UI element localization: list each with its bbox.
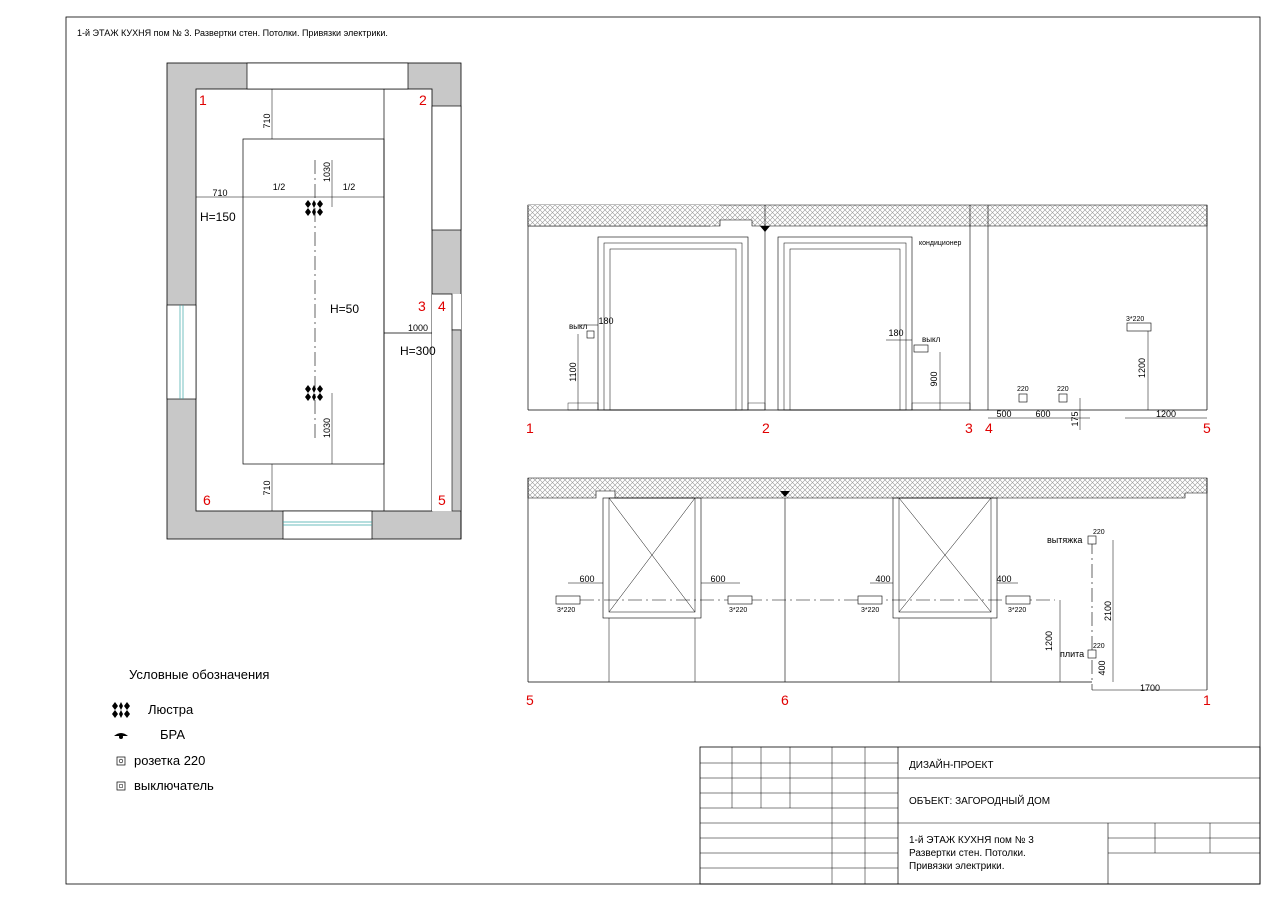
plan-corner-2: 2	[419, 92, 427, 108]
upper-socket-b-label: 220	[1057, 386, 1069, 393]
opening-right	[431, 105, 462, 231]
upper-point-1: 1	[526, 420, 534, 436]
switch-icon	[116, 781, 126, 791]
title-object: ОБЪЕКТ: ЗАГОРОДНЫЙ ДОМ	[909, 794, 1050, 807]
lower-dim-600-b: 600	[710, 574, 725, 584]
plan-corner-1: 1	[199, 92, 207, 108]
plan-corner-4: 4	[438, 298, 446, 314]
socket-icon	[1005, 595, 1031, 605]
socket-icon	[1018, 393, 1028, 403]
lower-stove-label: плита	[1060, 649, 1084, 659]
chandelier-icon	[112, 702, 130, 718]
lower-stove-220: 220	[1093, 643, 1105, 650]
sheet-frame	[65, 16, 1261, 885]
title-desc-line3: Привязки электрики.	[909, 861, 1005, 872]
upper-dim-1100: 1100	[568, 362, 578, 381]
elevation-upper: выкл выкл кондиционер 220 220 3*220 180 …	[526, 204, 1211, 436]
lower-dim-1700: 1700	[1140, 683, 1160, 693]
plan-dim-left-710: 710	[212, 188, 227, 198]
legend-switch-label: выключатель	[134, 778, 214, 793]
lower-socket-2-label: 3*220	[729, 607, 747, 614]
upper-switch-right-label: выкл	[922, 335, 941, 344]
lower-point-5: 5	[526, 692, 534, 708]
room-interior	[195, 88, 433, 512]
plan-dim-bottom-710: 710	[262, 480, 272, 495]
lower-point-1: 1	[1203, 692, 1211, 708]
upper-point-2: 2	[762, 420, 770, 436]
sheet-title: 1-й ЭТАЖ КУХНЯ пом № 3. Развертки стен. …	[77, 28, 388, 38]
lower-socket-4-label: 3*220	[1008, 607, 1026, 614]
lower-point-6: 6	[781, 692, 789, 708]
plan-corner-5: 5	[438, 492, 446, 508]
lower-dim-400-v: 400	[1097, 660, 1107, 675]
upper-point-4: 4	[985, 420, 993, 436]
chandelier-icon	[305, 200, 323, 216]
plan-height-150: H=150	[200, 210, 236, 224]
plan-dim-lower-1030: 1030	[322, 418, 332, 438]
sconce-icon	[114, 733, 128, 739]
socket-icon	[1058, 393, 1068, 403]
socket-icon	[1087, 649, 1097, 659]
legend-title: Условные обозначения	[129, 667, 269, 682]
ceiling-plan: 1 2 3 4 5 6 710 710 1/2 1/2 1030 1030 71…	[166, 62, 462, 540]
upper-socket-3x220-label: 3*220	[1126, 316, 1144, 323]
lower-socket-3-label: 3*220	[861, 607, 879, 614]
lower-hood-220: 220	[1093, 529, 1105, 536]
lower-dim-1200: 1200	[1044, 631, 1054, 651]
legend-chandelier-label: Люстра	[148, 702, 194, 717]
upper-dim-1200-h: 1200	[1156, 409, 1176, 419]
upper-point-5: 5	[1203, 420, 1211, 436]
lower-hood-label: вытяжка	[1047, 535, 1082, 545]
title-desc-line1: 1-й ЭТАЖ КУХНЯ пом № 3	[909, 835, 1034, 846]
plan-dim-upper-1030: 1030	[322, 162, 332, 182]
switch-icon	[913, 344, 929, 353]
upper-socket-a-label: 220	[1017, 386, 1029, 393]
socket-icon	[116, 756, 126, 766]
socket-icon	[555, 595, 581, 605]
window-left	[166, 304, 197, 400]
legend: Условные обозначения Люстра БРА розетка …	[112, 667, 269, 793]
window-top	[246, 62, 409, 90]
legend-sconce-label: БРА	[160, 727, 185, 742]
plan-dim-half-left: 1/2	[273, 182, 286, 192]
upper-switch-left-label: выкл	[569, 322, 588, 331]
socket-icon	[727, 595, 753, 605]
title-desc-line2: Развертки стен. Потолки.	[909, 848, 1026, 859]
plan-height-300: H=300	[400, 344, 436, 358]
title-project: ДИЗАЙН-ПРОЕКТ	[909, 758, 993, 771]
plan-dim-top-710: 710	[262, 113, 272, 128]
upper-dim-500: 500	[996, 409, 1011, 419]
upper-dim-1200-v: 1200	[1137, 358, 1147, 378]
upper-dim-180-right: 180	[888, 328, 903, 338]
socket-icon	[857, 595, 883, 605]
chandelier-icon	[305, 385, 323, 401]
upper-point-3: 3	[965, 420, 973, 436]
lower-socket-1-label: 3*220	[557, 607, 575, 614]
legend-socket-label: розетка 220	[134, 753, 205, 768]
upper-dim-600: 600	[1035, 409, 1050, 419]
plan-dim-right-1000: 1000	[408, 323, 428, 333]
lower-dim-400-a: 400	[875, 574, 890, 584]
lower-dim-600-a: 600	[579, 574, 594, 584]
lower-dim-2100: 2100	[1103, 601, 1113, 621]
plan-height-50: H=50	[330, 302, 359, 316]
plan-corner-3: 3	[418, 298, 426, 314]
upper-aircon-label: кондиционер	[919, 240, 961, 247]
socket-icon	[1087, 535, 1097, 545]
upper-dim-900: 900	[929, 371, 939, 386]
upper-dim-175: 175	[1070, 411, 1080, 426]
elevation-lower: 3*220 3*220 3*220 3*220 вытяжка 220 плит…	[526, 477, 1211, 708]
plan-dim-half-right: 1/2	[343, 182, 356, 192]
upper-dim-180-left: 180	[598, 316, 613, 326]
switch-icon	[586, 330, 595, 339]
socket-icon	[1126, 322, 1152, 332]
title-block: ДИЗАЙН-ПРОЕКТ ОБЪЕКТ: ЗАГОРОДНЫЙ ДОМ 1-й…	[699, 746, 1261, 885]
plan-corner-6: 6	[203, 492, 211, 508]
lower-dim-400-b: 400	[996, 574, 1011, 584]
